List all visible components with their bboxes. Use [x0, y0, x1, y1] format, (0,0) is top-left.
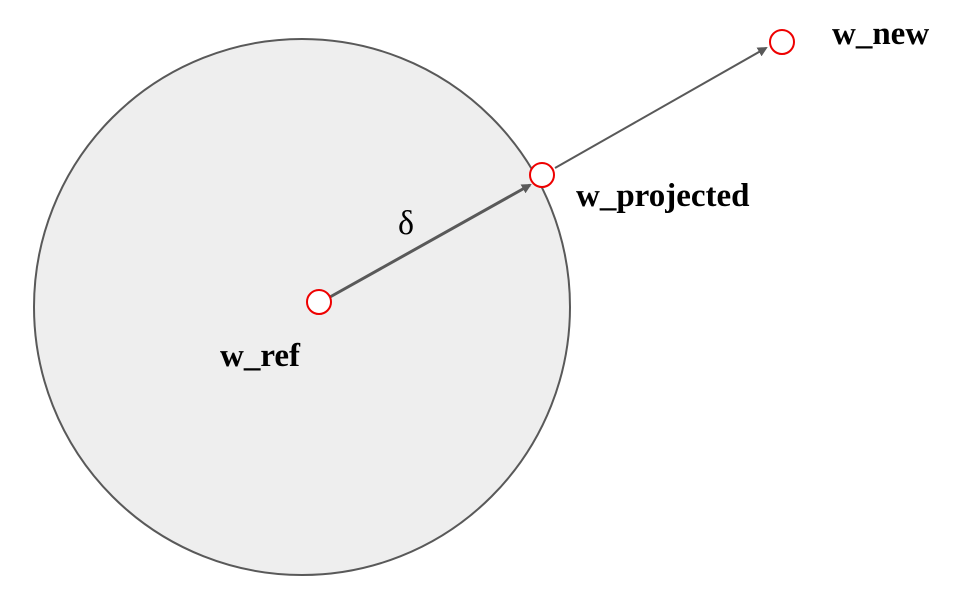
delta-label: δ	[398, 205, 414, 242]
w-ref-label: w_ref	[220, 338, 301, 374]
delta-arrow	[329, 183, 532, 299]
w-projected-label: w_projected	[576, 178, 750, 214]
w-projected-point	[529, 162, 555, 188]
w-ref-point	[306, 289, 332, 315]
constraint-ball	[33, 38, 571, 576]
w-new-label: w_new	[832, 16, 929, 52]
w-new-point	[769, 29, 795, 55]
update-arrow	[554, 47, 768, 169]
